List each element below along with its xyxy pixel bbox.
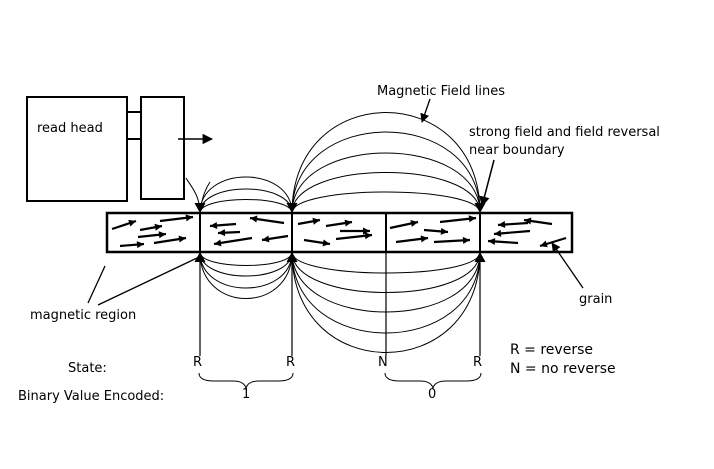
grain-arrow (395, 235, 429, 244)
boundary-lines (199, 252, 481, 356)
grain-arrow-head (488, 237, 496, 245)
grain-arrow (523, 217, 553, 226)
grain-arrow (335, 232, 373, 241)
grain-arrow (217, 229, 241, 237)
field-line (199, 251, 293, 289)
grain-arrow (159, 214, 194, 223)
magnetic-region-pointer-1 (87, 265, 106, 304)
grain-arrow (423, 227, 449, 235)
read-head: read head (26, 96, 214, 202)
grain-arrow (433, 236, 471, 244)
brace-bit-2 (384, 372, 482, 390)
field-line (291, 112, 481, 214)
grain-arrow-head (344, 219, 352, 227)
grain-arrow-head (462, 236, 470, 244)
bit-2: 0 (428, 387, 436, 402)
field-lines-label: Magnetic Field lines (377, 84, 505, 99)
grain-arrow (111, 219, 137, 231)
field-lines-pointer (420, 98, 431, 123)
grain-arrow (119, 241, 145, 249)
field-arrow-head (474, 202, 486, 214)
field-line (199, 199, 293, 214)
grain-arrow (209, 221, 237, 229)
grain-arrow-head (214, 239, 222, 247)
field-line (199, 251, 293, 299)
grain-arrow (487, 237, 519, 245)
grain-arrow (297, 217, 321, 226)
grain-arrow (153, 235, 187, 245)
brace-bit-1 (198, 372, 294, 390)
legend-reverse: R = reverse (510, 342, 593, 358)
grain-arrow-head (154, 223, 162, 231)
state-label: State: (68, 361, 107, 376)
strong-field-pointer (479, 159, 495, 208)
strong-field-label-line1: strong field and field reversal (469, 125, 660, 140)
magnetic-region-label: magnetic region (30, 308, 136, 323)
grain-arrow (249, 215, 285, 225)
grain-arrow-head (494, 229, 502, 237)
grain-arrow (325, 219, 353, 228)
grain-arrow-head (128, 219, 136, 227)
grain-arrow-head (262, 235, 270, 243)
read-head-label: read head (37, 121, 103, 136)
grain-arrow (139, 223, 163, 232)
grain-arrow-head (178, 235, 186, 243)
field-line (199, 188, 293, 214)
grain-arrow-head (468, 215, 476, 223)
grain-arrow (439, 215, 477, 224)
grain-arrow-head (524, 217, 532, 225)
grain-arrow-head (410, 220, 418, 227)
grain-label: grain (579, 292, 612, 307)
grain-arrow-head (440, 227, 448, 235)
grain-arrow-head (498, 221, 506, 229)
field-line (199, 176, 293, 214)
grain-arrow-head (540, 240, 548, 248)
field-line (291, 152, 481, 214)
magnetic-region-pointer-2 (97, 257, 198, 306)
grain-arrow-head (158, 231, 166, 239)
grain-pointer (551, 242, 584, 289)
binary-label: Binary Value Encoded: (18, 389, 164, 404)
grain-arrow-head (218, 229, 226, 237)
grain-arrow-head (364, 232, 372, 240)
state-1: R (193, 355, 202, 370)
field-line (291, 191, 481, 214)
grain-arrow (389, 220, 419, 230)
bit-1: 1 (242, 387, 250, 402)
grain-arrow-head (312, 217, 320, 225)
grain-arrow-head (136, 241, 144, 249)
grain-arrow (539, 236, 567, 248)
grain-arrow (137, 231, 167, 239)
state-2: R (286, 355, 295, 370)
legend-no-reverse: N = no reverse (510, 361, 616, 377)
grain-arrows (111, 214, 567, 249)
grain-arrow-head (250, 215, 258, 223)
grain-arrow-head (210, 221, 218, 229)
strong-field-label-line2: near boundary (469, 143, 565, 158)
grain-arrow-head (322, 239, 330, 247)
grain-arrow (497, 221, 529, 229)
grain-arrow-head (185, 214, 193, 222)
state-4: R (473, 355, 482, 370)
state-3: N (378, 355, 388, 370)
grain-arrow (493, 229, 531, 237)
grain-arrow (261, 234, 289, 243)
grain-arrow (213, 236, 253, 247)
magnetic-medium (105, 211, 574, 254)
field-line (199, 251, 293, 277)
field-line (291, 131, 481, 214)
field-line (199, 251, 293, 266)
field-line (291, 172, 481, 214)
grain-arrow (303, 238, 331, 247)
grain-arrow-head (420, 235, 428, 243)
